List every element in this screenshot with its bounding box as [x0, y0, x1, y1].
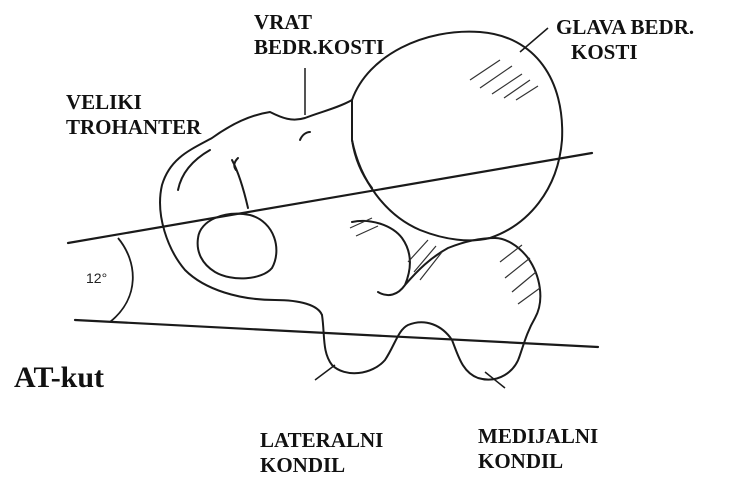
label-lateralni-line2: KONDIL — [260, 453, 383, 478]
label-veliki-line1: VELIKI — [66, 90, 201, 115]
neck-axis-line — [68, 153, 592, 243]
label-glava: GLAVA BEDR. KOSTI — [556, 15, 694, 65]
label-vrat: VRAT BEDR.KOSTI — [254, 10, 384, 60]
label-veliki: VELIKI TROHANTER — [66, 90, 201, 140]
neck-crease — [300, 132, 310, 140]
lesser-trochanter-outline — [198, 214, 277, 279]
label-medijalni-line1: MEDIJALNI — [478, 424, 598, 449]
angle-label: 12° — [86, 270, 107, 286]
title-at-kut: AT-kut — [14, 361, 104, 395]
label-vrat-line2: BEDR.KOSTI — [254, 35, 384, 60]
trochanter-detail — [232, 158, 248, 208]
label-glava-line2: KOSTI — [556, 40, 694, 65]
glava-leader — [520, 28, 548, 52]
medial-hatching — [500, 245, 540, 304]
label-glava-line1: GLAVA BEDR. — [556, 15, 694, 40]
label-veliki-line2: TROHANTER — [66, 115, 201, 140]
head-hatching — [470, 60, 538, 100]
label-medijalni-line2: KONDIL — [478, 449, 598, 474]
label-lateralni: LATERALNI KONDIL — [260, 428, 383, 478]
label-medijalni: MEDIJALNI KONDIL — [478, 424, 598, 474]
head-neck-junction — [352, 140, 372, 188]
lateral-leader — [315, 365, 335, 380]
notch-hatching — [350, 218, 442, 280]
femoral-head-outline — [352, 32, 562, 241]
label-vrat-line1: VRAT — [254, 10, 384, 35]
angle-arc — [110, 238, 133, 322]
condylar-axis-line — [75, 320, 598, 347]
label-lateralni-line1: LATERALNI — [260, 428, 383, 453]
